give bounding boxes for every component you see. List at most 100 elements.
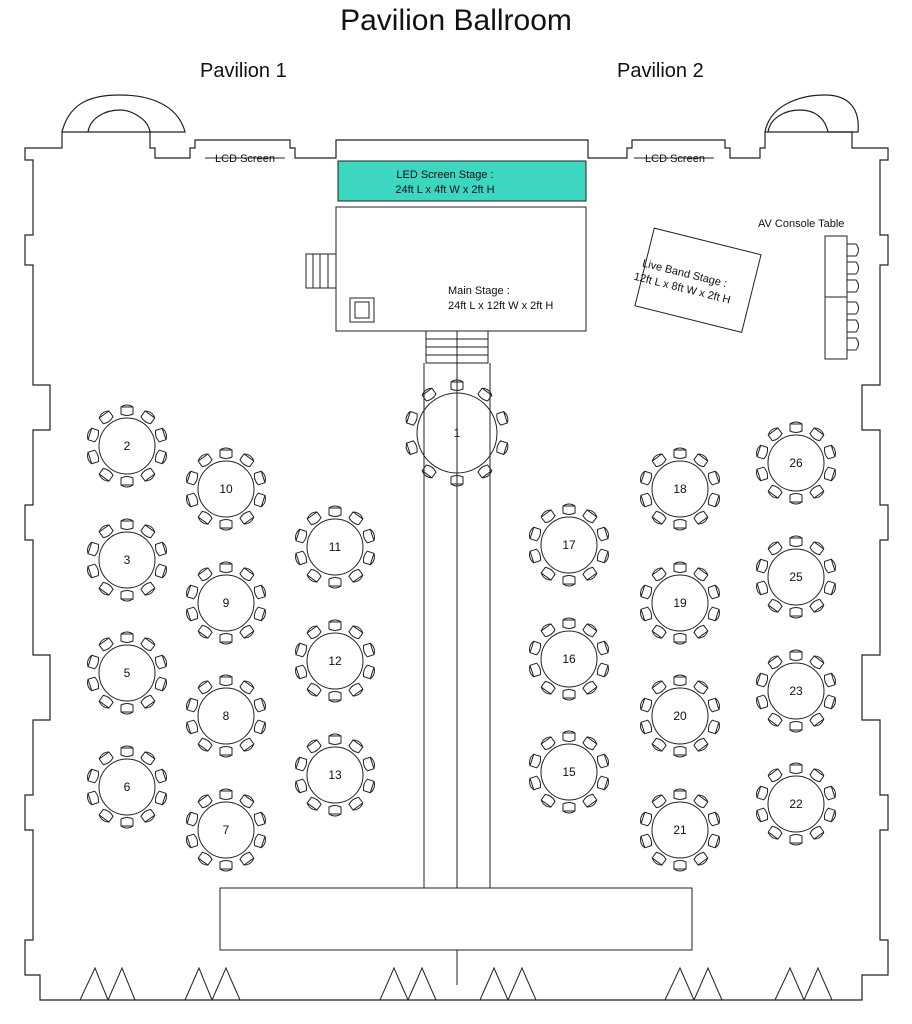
chair bbox=[756, 672, 769, 688]
chair bbox=[693, 453, 709, 468]
lcd-screen-right-label: LCD Screen bbox=[645, 153, 705, 165]
chair bbox=[767, 427, 783, 442]
chair bbox=[120, 476, 134, 488]
chair bbox=[219, 674, 233, 686]
chair bbox=[120, 404, 134, 416]
chair bbox=[809, 825, 825, 840]
chair bbox=[767, 712, 783, 727]
chair bbox=[693, 737, 709, 752]
chair bbox=[651, 737, 667, 752]
chair bbox=[640, 492, 653, 508]
round-table-8: 8 bbox=[186, 674, 266, 758]
chair bbox=[651, 510, 667, 525]
chair bbox=[348, 796, 364, 811]
chair bbox=[140, 637, 156, 652]
av-chair bbox=[846, 301, 859, 315]
table-top bbox=[197, 574, 255, 632]
chair bbox=[120, 817, 134, 829]
chair bbox=[562, 575, 576, 587]
chair bbox=[596, 662, 609, 678]
chair bbox=[809, 768, 825, 783]
chair bbox=[640, 470, 653, 486]
chair bbox=[651, 680, 667, 695]
av-chair bbox=[846, 261, 859, 275]
chair bbox=[673, 746, 687, 758]
table-number: 6 bbox=[124, 780, 131, 794]
av-console-table: AV Console Table bbox=[758, 218, 859, 360]
table-number: 8 bbox=[223, 709, 230, 723]
chair bbox=[239, 453, 255, 468]
chair bbox=[239, 567, 255, 582]
table-number: 2 bbox=[124, 439, 131, 453]
chair bbox=[540, 566, 556, 581]
lcd-screen-left-label: LCD Screen bbox=[215, 153, 275, 165]
chair bbox=[640, 697, 653, 713]
chair bbox=[540, 793, 556, 808]
av-console-label: AV Console Table bbox=[758, 218, 844, 230]
chair bbox=[306, 739, 322, 754]
chair bbox=[197, 567, 213, 582]
table-top bbox=[306, 518, 364, 576]
chair bbox=[405, 440, 418, 456]
chair bbox=[651, 567, 667, 582]
chair bbox=[140, 808, 156, 823]
table-top bbox=[98, 644, 156, 702]
dance-floor bbox=[219, 887, 693, 951]
chair bbox=[823, 694, 836, 710]
chair bbox=[756, 580, 769, 596]
chair bbox=[219, 519, 233, 531]
chair bbox=[219, 860, 233, 872]
chair bbox=[450, 379, 464, 391]
chair bbox=[186, 606, 199, 622]
chair bbox=[186, 584, 199, 600]
round-table-10: 10 bbox=[186, 447, 266, 531]
led-stage-line1: LED Screen Stage : bbox=[396, 169, 493, 181]
chair bbox=[140, 467, 156, 482]
chair bbox=[253, 606, 266, 622]
chair bbox=[767, 541, 783, 556]
table-top bbox=[651, 687, 709, 745]
table-number: 18 bbox=[673, 482, 687, 496]
chair bbox=[87, 541, 100, 557]
chair bbox=[673, 788, 687, 800]
chair bbox=[348, 511, 364, 526]
ballroom-walls bbox=[24, 94, 889, 1001]
table-number: 5 bbox=[124, 666, 131, 680]
chair bbox=[154, 654, 167, 670]
chair bbox=[582, 509, 598, 524]
chair bbox=[197, 624, 213, 639]
chair bbox=[707, 719, 720, 735]
chair bbox=[219, 633, 233, 645]
chair bbox=[186, 719, 199, 735]
chair bbox=[362, 528, 375, 544]
table-number: 3 bbox=[124, 553, 131, 567]
chair bbox=[328, 577, 342, 589]
table-top bbox=[540, 743, 598, 801]
chair bbox=[154, 790, 167, 806]
table-number: 11 bbox=[329, 540, 342, 554]
chair bbox=[529, 753, 542, 769]
chair bbox=[756, 558, 769, 574]
chair bbox=[306, 511, 322, 526]
chair bbox=[789, 535, 803, 547]
chair bbox=[767, 825, 783, 840]
chair bbox=[823, 444, 836, 460]
chair bbox=[154, 427, 167, 443]
chair bbox=[809, 712, 825, 727]
chair bbox=[582, 566, 598, 581]
table-top bbox=[767, 775, 825, 833]
chair bbox=[186, 470, 199, 486]
chair bbox=[295, 528, 308, 544]
round-table-19: 19 bbox=[640, 561, 720, 645]
live-band-stage: Live Band Stage : 12ft L x 8ft W x 2ft H bbox=[632, 227, 762, 333]
chair bbox=[239, 624, 255, 639]
chair bbox=[362, 664, 375, 680]
table-top bbox=[197, 801, 255, 859]
chair bbox=[328, 733, 342, 745]
led-stage-line2: 24ft L x 4ft W x 2ft H bbox=[395, 184, 494, 196]
chair bbox=[540, 680, 556, 695]
chair bbox=[197, 510, 213, 525]
chair bbox=[596, 640, 609, 656]
chair bbox=[253, 833, 266, 849]
